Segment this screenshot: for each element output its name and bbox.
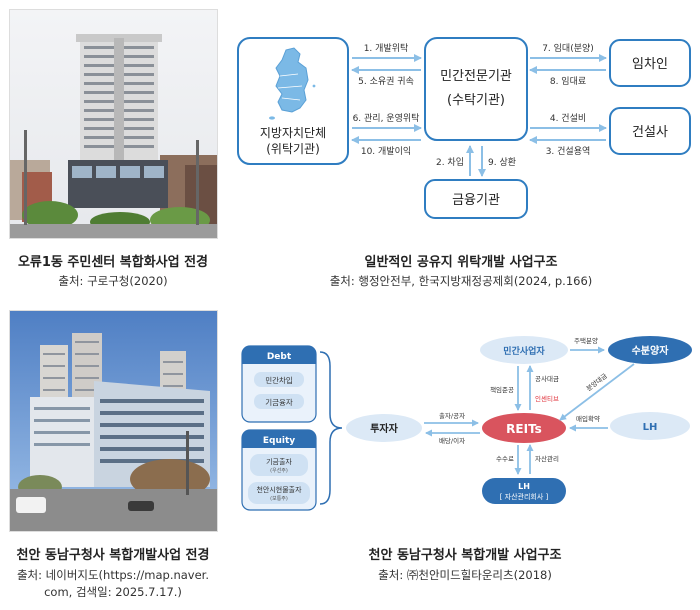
- debt-item-private-loan-label: 민간차입: [265, 375, 293, 385]
- lh-amc-label: LH: [518, 482, 530, 491]
- photo2-source-line2: com, 검색일: 2025.7.17.): [44, 585, 182, 599]
- korea-map-icon: [269, 47, 316, 120]
- private-agency-label: 민간전문기관: [440, 69, 512, 84]
- edge-label-8: 8. 임대료: [550, 75, 586, 87]
- tenant-label: 임차인: [632, 57, 668, 72]
- edge-label-fee: 수수료: [496, 455, 514, 463]
- investor-node: [346, 414, 422, 442]
- finance-label: 금융기관: [452, 193, 500, 208]
- reits-node: [482, 413, 566, 443]
- equity-item-city: [248, 482, 310, 504]
- equity-item-city-sublabel: (보통주): [270, 496, 288, 502]
- private-operator-label: 민간사업자: [503, 345, 545, 357]
- edge-label-construction-payment: 공사대금: [535, 374, 559, 383]
- photo2-source-line1: 출처: 네이버지도(https://map.naver.: [16, 568, 210, 582]
- oryu-community-center-photo: [9, 9, 218, 239]
- photo2-caption: 천안 동남구청사 복합개발사업 전경: [16, 548, 210, 563]
- edge-label-incentive: 인센티브: [535, 394, 559, 403]
- debt-item-fund-loan: [254, 394, 304, 409]
- lh-amc-node: [482, 478, 566, 504]
- equity-item-city-label: 천안시현물출자: [256, 485, 302, 494]
- buyer-node: [608, 336, 692, 364]
- edge-label-1: 1. 개발위탁: [364, 42, 409, 54]
- diagram1-source: 출처: 행정안전부, 한국지방재정공제회(2024, p.166): [329, 274, 593, 288]
- local-gov-sublabel: (위탁기관): [266, 142, 320, 156]
- edge-label-6: 6. 관리, 운영위탁: [353, 112, 420, 124]
- photo1-caption: 오류1동 주민센터 복합화사업 전경: [17, 255, 209, 270]
- edge-label-5: 5. 소유권 귀속: [358, 75, 414, 87]
- lh-node: [610, 412, 690, 440]
- finance-box: [424, 179, 528, 219]
- cheonan-dongnam-gu-office-photo: [9, 310, 218, 532]
- photo1-source: 출처: 구로구청(2020): [58, 274, 168, 288]
- lh-amc-sublabel: [ 자산관리회사 ]: [500, 492, 549, 501]
- equity-item-fund-label: 기금출자: [266, 457, 292, 466]
- edge-label-dividend: 배당/이자: [439, 436, 465, 445]
- builder-box: [609, 107, 691, 155]
- equity-item-fund: [250, 454, 308, 476]
- tenant-box: [609, 39, 691, 87]
- private-operator-node: [480, 336, 568, 364]
- edge-label-purchase-agreement: 매입확약: [576, 414, 600, 423]
- edge-label-3: 3. 건설용역: [546, 146, 591, 157]
- private-agency-box: [424, 37, 528, 141]
- debt-item-fund-loan-label: 기금융자: [265, 398, 293, 407]
- investor-label: 투자자: [370, 422, 398, 435]
- arrow-sale-price: [559, 363, 635, 421]
- equity-item-fund-sublabel: (우선주): [270, 467, 288, 474]
- cheonan-reits-structure-diagram: Debt 민간차입 기금융자 Equity 기금출자 (우선주) 천안시현물출자…: [241, 336, 692, 511]
- edge-label-invest: 출자/공자: [439, 411, 465, 420]
- debt-title: Debt: [267, 352, 292, 362]
- local-gov-label: 지방자치단체: [260, 126, 326, 140]
- diagram1-caption: 일반적인 공유지 위탁개발 사업구조: [364, 255, 558, 270]
- edge-label-housing-sale: 주택분양: [574, 336, 598, 345]
- edge-label-sale-price: 분양대금: [585, 372, 609, 393]
- equity-title: Equity: [263, 436, 295, 446]
- diagram2-caption: 천안 동남구청사 복합개발 사업구조: [368, 548, 562, 563]
- diagram2-source: 출처: ㈜천안미드힐타운리츠(2018): [378, 568, 552, 582]
- private-agency-sublabel: (수탁기관): [447, 93, 505, 108]
- reits-label: REITs: [506, 422, 542, 436]
- buyer-label: 수분양자: [632, 344, 670, 357]
- edge-label-10: 10. 개발이익: [361, 145, 411, 157]
- edge-label-2: 2. 차입: [436, 156, 464, 168]
- edge-label-7: 7. 임대(분양): [542, 42, 594, 54]
- lh-label: LH: [643, 422, 658, 433]
- edge-label-guarantee: 책임준공: [490, 385, 514, 394]
- builder-label: 건설사: [632, 125, 668, 140]
- bracket: [319, 351, 343, 505]
- edge-label-4: 4. 건설비: [550, 113, 586, 124]
- debt-item-private-loan: [254, 372, 304, 387]
- trust-development-diagram: 지방자치단체 (위탁기관) 민간전문기관 (수탁기관) 임차인 건설사 금융기관…: [237, 37, 691, 219]
- edge-label-asset-mgmt: 자산관리: [535, 454, 559, 463]
- edge-label-9: 9. 상환: [488, 156, 516, 168]
